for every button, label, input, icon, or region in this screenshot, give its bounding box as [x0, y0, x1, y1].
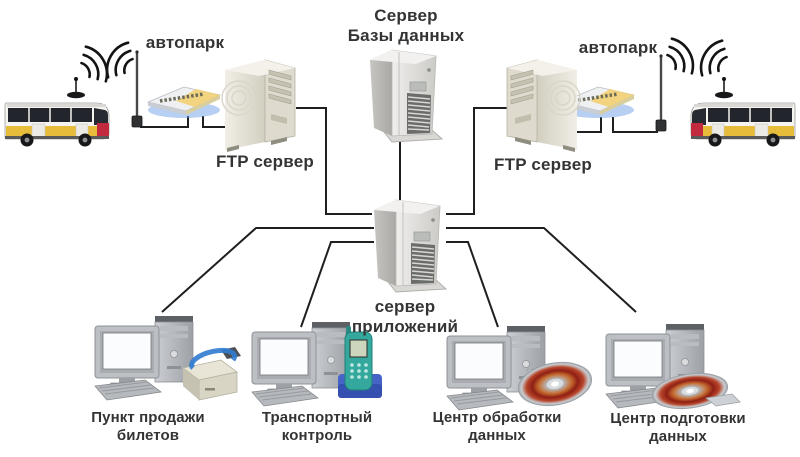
workstation-ticket-office [94, 315, 241, 401]
connection-lines [140, 107, 658, 328]
database-server-label-line1: Сервер [374, 6, 438, 25]
transport-control-label: Транспортный контроль [242, 409, 392, 445]
fleet-left-label: автопарк [110, 33, 260, 53]
data-preparation-label-line2: данных [649, 428, 707, 445]
handheld-terminal [338, 326, 382, 398]
link-ftp-left-to-app-server [296, 107, 372, 215]
application-server-label-line2: приложений [351, 317, 459, 336]
application-server-label: сервер приложений [315, 297, 495, 337]
ftp-server-right-label: FTP сервер [468, 155, 618, 175]
fleet-left-label-text: автопарк [145, 33, 225, 52]
link-app-to-data-processing [446, 241, 499, 328]
antenna-mast-right [654, 53, 668, 133]
data-processing-label-line2: данных [468, 427, 526, 444]
antenna-mast-left [130, 49, 144, 129]
wireless-router-left [146, 85, 222, 120]
database-server-tower [369, 49, 443, 143]
transport-control-label-line1: Транспортный [261, 409, 373, 426]
application-server-label-line1: сервер [374, 297, 436, 316]
link-app-to-ticket-office [161, 227, 374, 313]
wifi-waves-bus-right-icon [693, 35, 734, 83]
link-router-right-to-antenna [612, 117, 658, 133]
bus-left [4, 76, 110, 148]
transport-control-label-line2: контроль [281, 427, 353, 444]
workstation-icon [94, 315, 194, 401]
data-processing-label-line1: Центр обработки [432, 409, 562, 426]
ftp-server-left-label: FTP сервер [190, 152, 340, 172]
link-router-left-to-ftp [202, 116, 233, 128]
fleet-right-label: автопарк [543, 38, 693, 58]
fleet-right-label-text: автопарк [578, 38, 658, 57]
ticket-printer [182, 347, 241, 401]
cd-discs [517, 361, 593, 407]
ftp-server-right-label-text: FTP сервер [494, 155, 592, 174]
ftp-server-left-label-text: FTP сервер [216, 152, 314, 171]
ticket-office-label-line1: Пункт продажи [91, 409, 205, 426]
workstation-data-processing [446, 325, 593, 411]
ftp-server-right-tower [506, 59, 581, 153]
workstation-transport-control [251, 321, 382, 407]
data-processing-label: Центр обработки данных [422, 409, 572, 445]
ticket-office-label: Пункт продажи билетов [73, 409, 223, 445]
link-antenna-left-to-router [140, 116, 189, 128]
data-preparation-label: Центр подготовки данных [603, 410, 753, 446]
workstation-data-preparation [605, 323, 741, 410]
link-app-to-transport-control [300, 241, 374, 328]
bus-right [690, 76, 796, 148]
data-preparation-label-line1: Центр подготовки [610, 410, 746, 427]
database-server-label: Сервер Базы данных [316, 6, 496, 46]
ticket-office-label-line2: билетов [116, 427, 180, 444]
cd-disc [651, 372, 741, 410]
application-server-tower [373, 199, 447, 293]
link-app-to-data-preparation [446, 227, 637, 313]
link-ftp-right-to-app-server [446, 107, 507, 215]
ftp-server-left-tower [221, 59, 296, 153]
database-server-label-line2: Базы данных [347, 26, 465, 45]
